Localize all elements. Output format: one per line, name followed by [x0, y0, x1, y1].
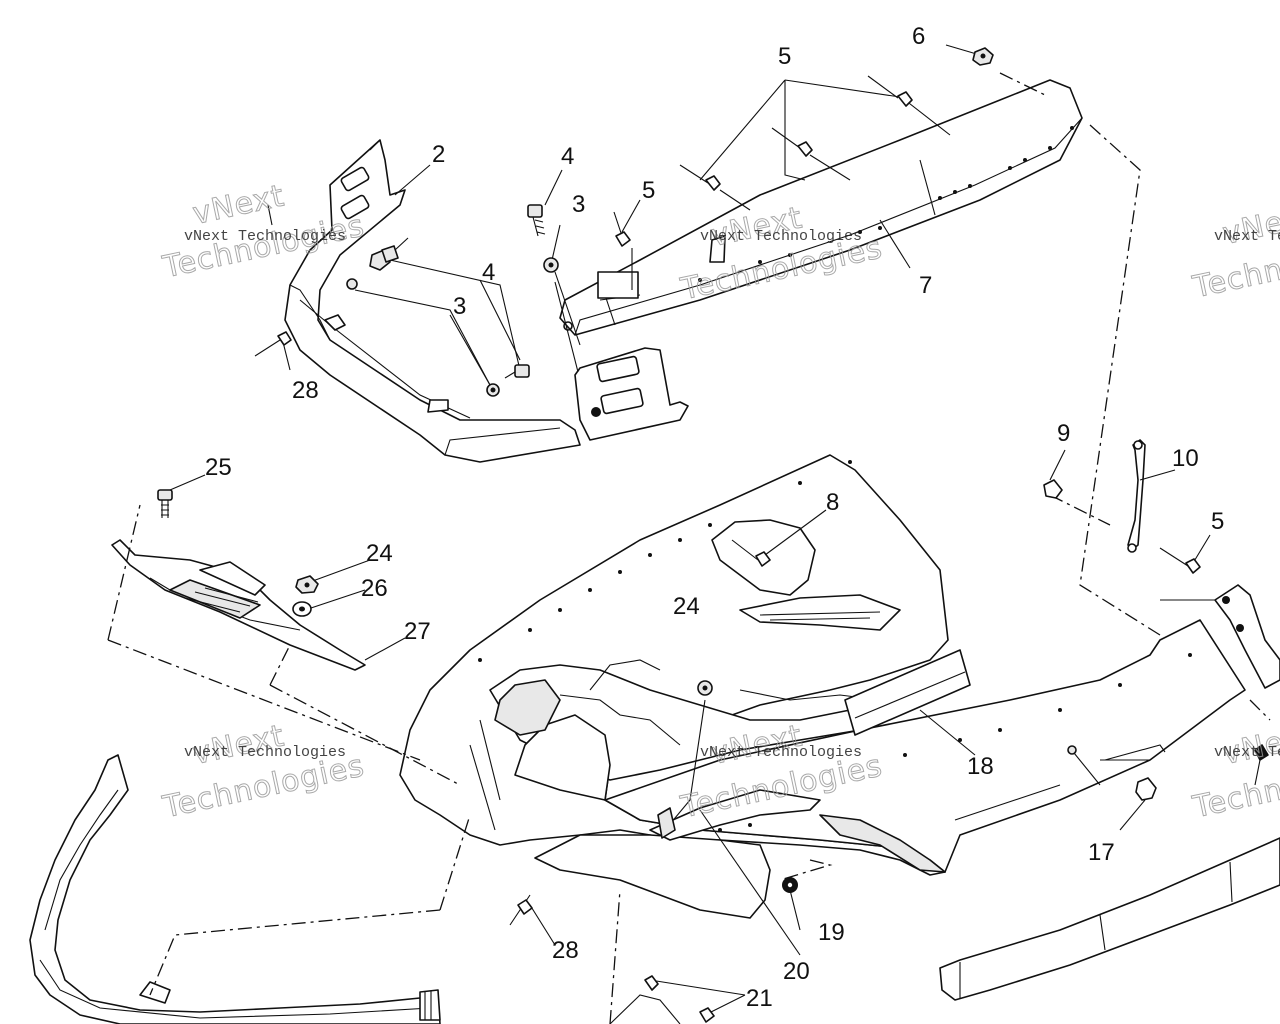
- callout-17: 17: [1088, 839, 1115, 866]
- fasteners: [157, 47, 1269, 1024]
- part-lower-left-bumper: [29, 754, 441, 1024]
- callout-24: 24: [366, 540, 393, 567]
- fastener-right-edge: [1254, 744, 1269, 786]
- svg-text:vNext: vNext: [190, 178, 288, 231]
- fastener-26-washer: [292, 601, 312, 617]
- callout-28: 28: [552, 937, 579, 964]
- callout-10: 10: [1172, 445, 1199, 472]
- leader-lines: [107, 44, 1271, 1024]
- fastener-5-rivet-b: [771, 127, 813, 157]
- callout-24: 24: [673, 593, 700, 620]
- part-right-bracket: [1127, 439, 1280, 689]
- watermark-text: vNext Technologies: [1214, 744, 1280, 761]
- callout-3: 3: [453, 293, 466, 320]
- fastener-5-rivet-d: [613, 211, 631, 247]
- fastener-3-nut-b: [486, 383, 500, 397]
- callout-20: 20: [783, 958, 810, 985]
- part-7-upper-bumper: [554, 79, 1083, 441]
- fastener-6-nut: [972, 47, 994, 66]
- callout-9: 9: [1057, 420, 1070, 447]
- fastener-24-nut-a: [295, 575, 319, 594]
- callout-labels: 2 3 3 4 4 5 5 5 6 7 8 9 10 17 18 19 20 2…: [205, 23, 1224, 1012]
- fastener-3-nut-a: [543, 257, 559, 273]
- callout-2: 2: [432, 141, 445, 168]
- part-hood: [399, 454, 1246, 919]
- part-27-grille-panel: [111, 539, 366, 671]
- fastener-17-plug: [1067, 745, 1157, 801]
- fastener-4-bolt-a: [527, 204, 546, 237]
- callout-18: 18: [967, 753, 994, 780]
- callout-8: 8: [826, 489, 839, 516]
- callout-5: 5: [778, 43, 791, 70]
- callout-7: 7: [919, 272, 932, 299]
- fastener-8-rivet: [731, 539, 771, 567]
- callout-25: 25: [205, 454, 232, 481]
- part-2-left-bumper: [284, 139, 581, 463]
- fastener-19-grommet: [782, 877, 798, 893]
- callout-5: 5: [642, 177, 655, 204]
- fastener-24-nut-b: [697, 680, 713, 696]
- callout-26: 26: [361, 575, 388, 602]
- fastener-25-screw: [157, 489, 173, 518]
- fastener-5-rivet-e: [1159, 547, 1201, 574]
- watermark: vNext Technologies: [159, 718, 369, 826]
- fastener-28-rivet-b: [509, 894, 533, 926]
- watermark-text: vNext Technologies: [184, 744, 346, 761]
- watermark-text: vNext Technologies: [700, 744, 862, 761]
- fastener-20-bracket: [657, 807, 676, 839]
- callout-4: 4: [482, 259, 495, 286]
- fastener-9-pushnut: [1043, 479, 1063, 499]
- fastener-21-studs: [609, 975, 715, 1024]
- callout-4: 4: [561, 143, 574, 170]
- fastener-5-rivet-c: [679, 164, 721, 191]
- callout-6: 6: [912, 23, 925, 50]
- fastener-clips: [346, 237, 409, 290]
- watermark-text: vNext Technologies: [184, 228, 346, 245]
- callout-5: 5: [1211, 508, 1224, 535]
- fastener-28-rivet-a: [254, 331, 292, 357]
- fastener-5-rivet-a: [867, 75, 913, 107]
- fastener-4-bolt-b: [504, 364, 530, 379]
- callout-19: 19: [818, 919, 845, 946]
- callout-28: 28: [292, 377, 319, 404]
- watermark-text: vNext Technologies: [700, 228, 862, 245]
- part-lower-right-bumper: [939, 837, 1280, 1001]
- svg-text:Technologies: Technologies: [159, 208, 368, 285]
- fastener-screw-top: [267, 204, 273, 226]
- callout-21: 21: [746, 985, 773, 1012]
- callout-3: 3: [572, 191, 585, 218]
- watermark-text: vNext Technologies: [1214, 228, 1280, 245]
- callout-27: 27: [404, 618, 431, 645]
